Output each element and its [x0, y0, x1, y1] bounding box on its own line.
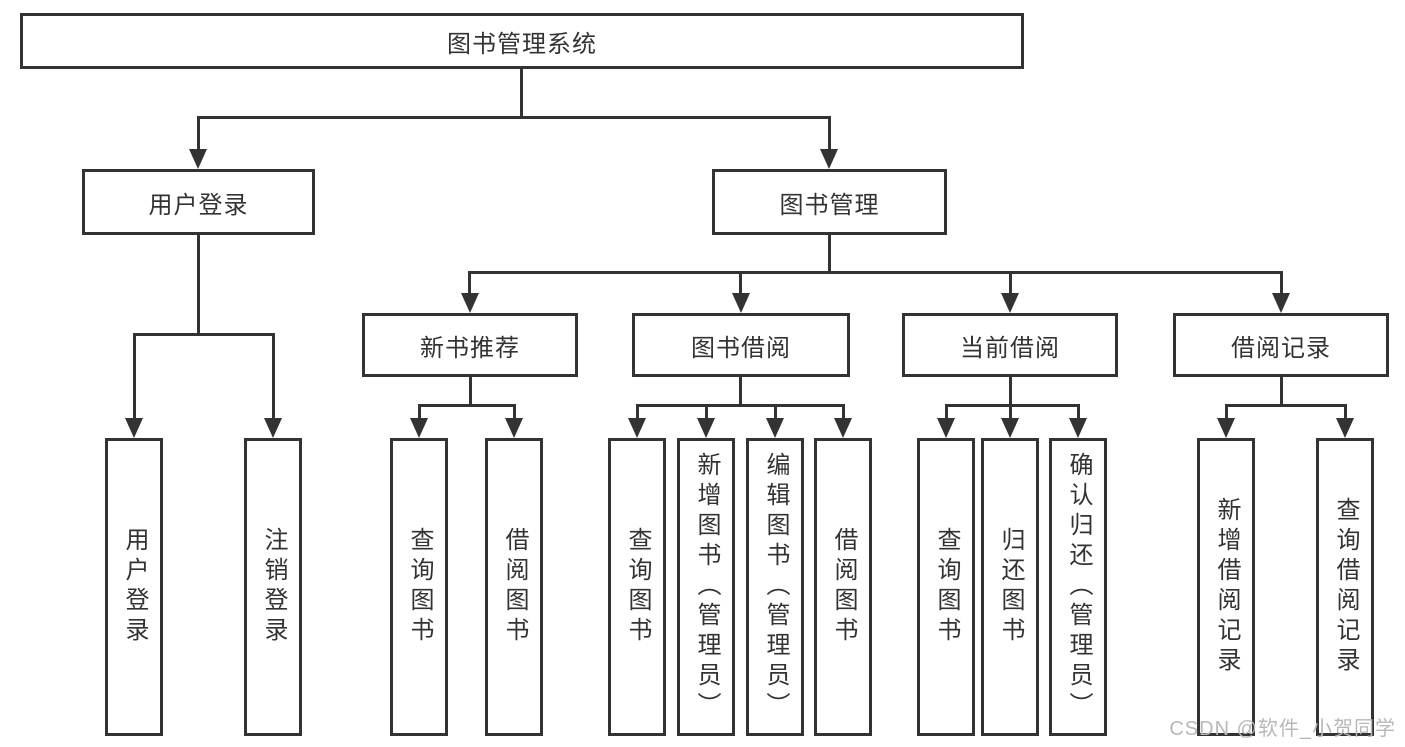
node-new-book-recommend: 新书推荐	[362, 313, 578, 377]
arrowhead-down-icon	[937, 418, 955, 438]
connector-records-rail	[1225, 404, 1346, 407]
leaf-current-confirm-return-admin: 确认归还（管理员）	[1049, 438, 1107, 736]
connector-bookmgmt-rail	[468, 271, 1282, 274]
connector-borrow-rail	[636, 404, 845, 407]
connector-records-drop-2	[1344, 404, 1347, 420]
connector-userlogin-drop-1	[133, 333, 136, 421]
connector-borrow-drop-2	[705, 404, 708, 420]
node-book-borrow-label: 图书借阅	[691, 334, 791, 362]
leaf-current-return-books: 归还图书	[981, 438, 1039, 736]
node-user-login-label: 用户登录	[148, 191, 249, 219]
connector-root-rail	[197, 116, 831, 119]
connector-borrow-drop-3	[774, 404, 777, 420]
connector-current-drop-3	[1077, 404, 1080, 420]
leaf-records-query-record-label: 查询借阅记录	[1332, 497, 1359, 677]
arrowhead-down-icon	[697, 418, 715, 438]
connector-bookmgmt-drop-3	[1009, 271, 1012, 296]
leaf-user-login: 用户登录	[105, 438, 163, 736]
watermark-text: CSDN @软件_小贺同学	[1169, 718, 1396, 740]
connector-bookmgmt-stem	[828, 235, 831, 273]
arrowhead-down-icon	[264, 418, 282, 438]
connector-newbook-stem	[469, 377, 472, 407]
leaf-records-query-record: 查询借阅记录	[1316, 438, 1374, 736]
connector-userlogin-stem	[197, 235, 200, 335]
node-new-book-recommend-label: 新书推荐	[420, 334, 520, 362]
leaf-borrow-edit-books-admin: 编辑图书（管理员）	[746, 438, 804, 736]
connector-current-rail	[945, 404, 1080, 407]
leaf-borrow-add-books-admin: 新增图书（管理员）	[677, 438, 735, 736]
leaf-borrow-borrow-books: 借阅图书	[814, 438, 872, 736]
connector-borrow-drop-4	[842, 404, 845, 420]
leaf-borrow-add-books-admin-label: 新增图书（管理员）	[693, 452, 720, 722]
leaf-newbook-query-books-label: 查询图书	[406, 527, 433, 647]
connector-newbook-drop-1	[418, 404, 421, 420]
leaf-borrow-edit-books-admin-label: 编辑图书（管理员）	[762, 452, 789, 722]
leaf-newbook-borrow-books: 借阅图书	[485, 438, 543, 736]
node-borrow-records-label: 借阅记录	[1231, 334, 1331, 362]
connector-bookmgmt-drop-2	[739, 271, 742, 296]
arrowhead-down-icon	[410, 418, 428, 438]
node-book-borrow: 图书借阅	[632, 313, 850, 377]
connector-borrow-stem	[739, 377, 742, 407]
connector-records-drop-1	[1225, 404, 1228, 420]
leaf-borrow-borrow-books-label: 借阅图书	[830, 527, 857, 647]
node-root-label: 图书管理系统	[447, 30, 597, 58]
connector-current-drop-2	[1009, 404, 1012, 420]
leaf-records-add-record-label: 新增借阅记录	[1213, 497, 1240, 677]
connector-newbook-drop-2	[513, 404, 516, 420]
connector-root-drop-right	[828, 116, 831, 154]
arrowhead-down-icon	[766, 418, 784, 438]
leaf-current-return-books-label: 归还图书	[997, 527, 1024, 647]
connector-current-stem	[1009, 377, 1012, 407]
node-current-borrow-label: 当前借阅	[960, 334, 1060, 362]
arrowhead-down-icon	[732, 293, 750, 313]
connector-newbook-rail	[418, 404, 516, 407]
arrowhead-down-icon	[1217, 418, 1235, 438]
node-root: 图书管理系统	[20, 13, 1024, 69]
arrowhead-down-icon	[820, 149, 838, 169]
connector-root-drop-left	[197, 116, 200, 154]
leaf-current-query-books: 查询图书	[917, 438, 975, 736]
connector-borrow-drop-1	[636, 404, 639, 420]
arrowhead-down-icon	[834, 418, 852, 438]
node-book-management: 图书管理	[712, 169, 947, 235]
arrowhead-down-icon	[1272, 293, 1290, 313]
arrowhead-down-icon	[125, 418, 143, 438]
connector-bookmgmt-drop-1	[468, 271, 471, 296]
leaf-current-confirm-return-admin-label: 确认归还（管理员）	[1065, 452, 1092, 722]
leaf-borrow-query-books-label: 查询图书	[624, 527, 651, 647]
connector-userlogin-drop-2	[272, 333, 275, 421]
connector-records-stem	[1280, 377, 1283, 407]
connector-current-drop-1	[945, 404, 948, 420]
leaf-logout-label: 注销登录	[260, 527, 287, 647]
arrowhead-down-icon	[1069, 418, 1087, 438]
leaf-user-login-label: 用户登录	[121, 527, 148, 647]
node-borrow-records: 借阅记录	[1173, 313, 1389, 377]
leaf-current-query-books-label: 查询图书	[933, 527, 960, 647]
arrowhead-down-icon	[461, 293, 479, 313]
leaf-records-add-record: 新增借阅记录	[1197, 438, 1255, 736]
connector-bookmgmt-drop-4	[1280, 271, 1283, 296]
arrowhead-down-icon	[1336, 418, 1354, 438]
arrowhead-down-icon	[505, 418, 523, 438]
node-current-borrow: 当前借阅	[902, 313, 1118, 377]
arrowhead-down-icon	[189, 149, 207, 169]
leaf-borrow-query-books: 查询图书	[608, 438, 666, 736]
arrowhead-down-icon	[1001, 293, 1019, 313]
connector-root-stem	[520, 69, 523, 119]
leaf-logout: 注销登录	[244, 438, 302, 736]
connector-userlogin-rail	[133, 333, 275, 336]
leaf-newbook-borrow-books-label: 借阅图书	[501, 527, 528, 647]
arrowhead-down-icon	[628, 418, 646, 438]
leaf-newbook-query-books: 查询图书	[390, 438, 448, 736]
node-book-management-label: 图书管理	[779, 191, 880, 219]
node-user-login: 用户登录	[82, 169, 315, 235]
arrowhead-down-icon	[1001, 418, 1019, 438]
